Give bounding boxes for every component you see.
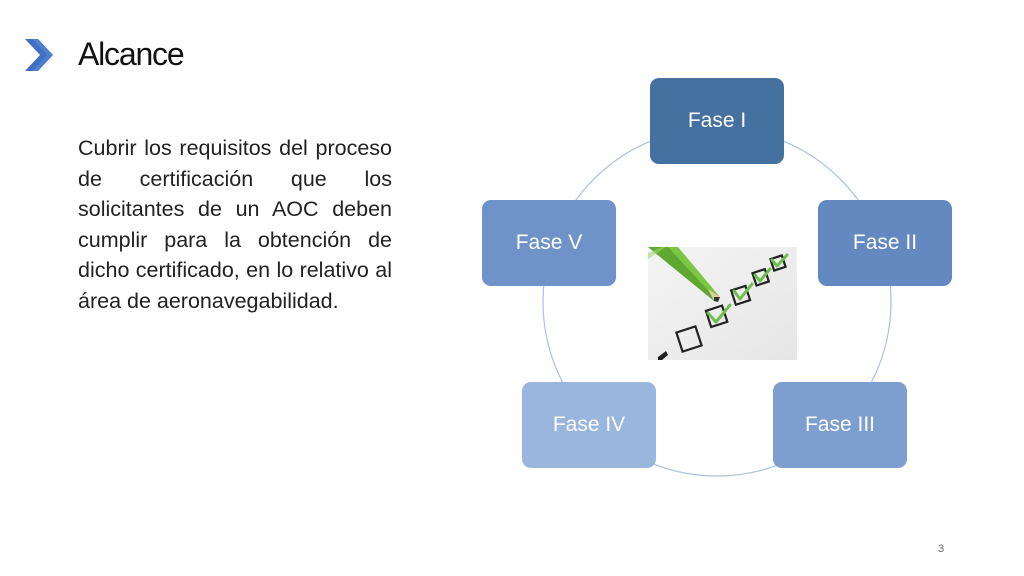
- phase-2-label: Fase II: [852, 231, 918, 254]
- phase-4-box: Fase IV: [522, 382, 656, 468]
- slide-body-text: Cubrir los requisitos del proceso de cer…: [78, 136, 392, 313]
- phase-2-box: Fase II: [818, 200, 952, 286]
- pencil-checklist-icon: [648, 247, 797, 360]
- phase-4-label: Fase IV: [552, 413, 626, 436]
- phase-5-label: Fase V: [515, 231, 583, 254]
- phase-3-label: Fase III: [804, 413, 876, 436]
- phase-1-box: Fase I: [650, 78, 784, 164]
- chevron-right-icon: [25, 39, 53, 71]
- phase-3-box: Fase III: [773, 382, 907, 468]
- phase-1-label: Fase I: [687, 109, 747, 132]
- page-number: 3: [938, 543, 945, 555]
- phase-5-box: Fase V: [482, 200, 616, 286]
- slide-title: Alcance: [78, 36, 185, 72]
